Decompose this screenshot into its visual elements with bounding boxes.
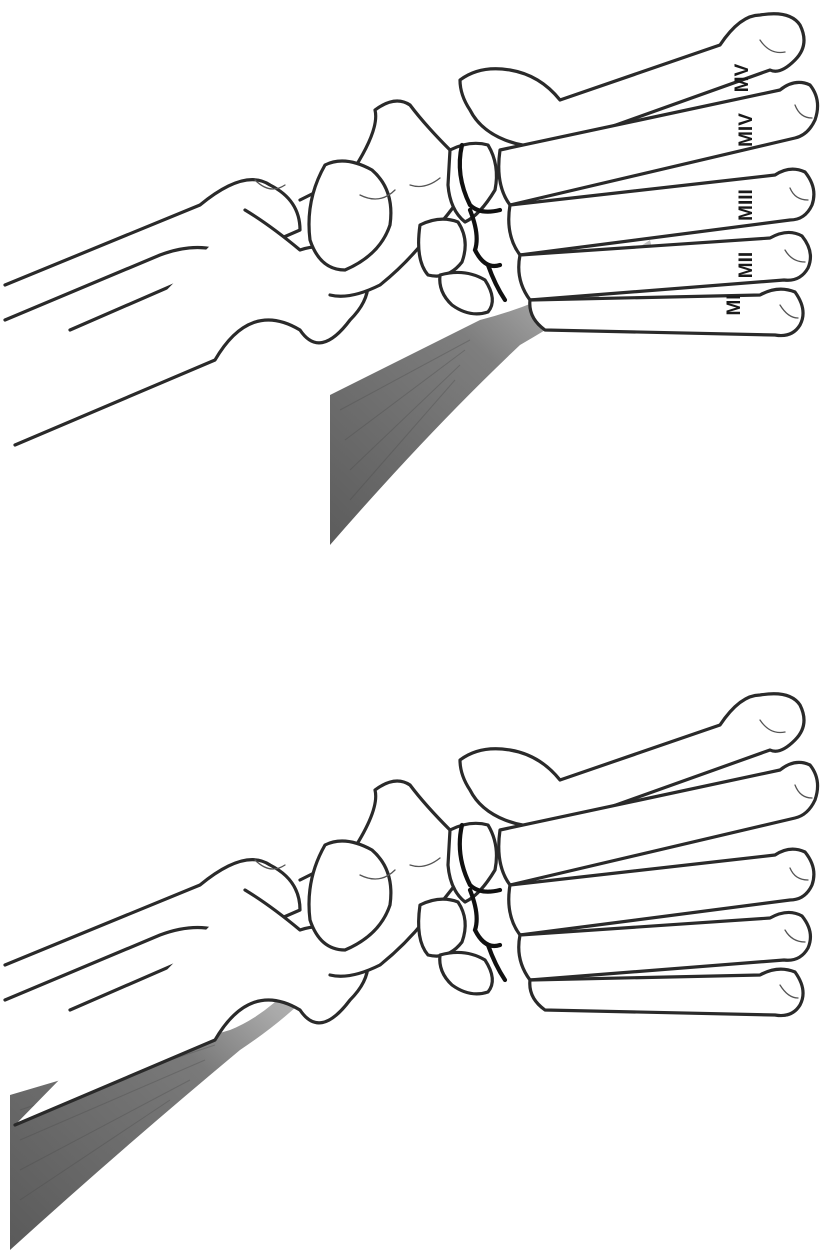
label-miii: MIII [736, 189, 757, 221]
label-miv: MIV [736, 113, 757, 147]
label-mv: MV [732, 63, 753, 92]
label-mi: MI [724, 294, 745, 315]
label-mii: MII [736, 252, 757, 278]
bottom-panel [5, 694, 818, 1250]
top-panel: MV MIV MIII MII MI [5, 14, 818, 545]
bottom-foot-skeleton [5, 694, 818, 1125]
